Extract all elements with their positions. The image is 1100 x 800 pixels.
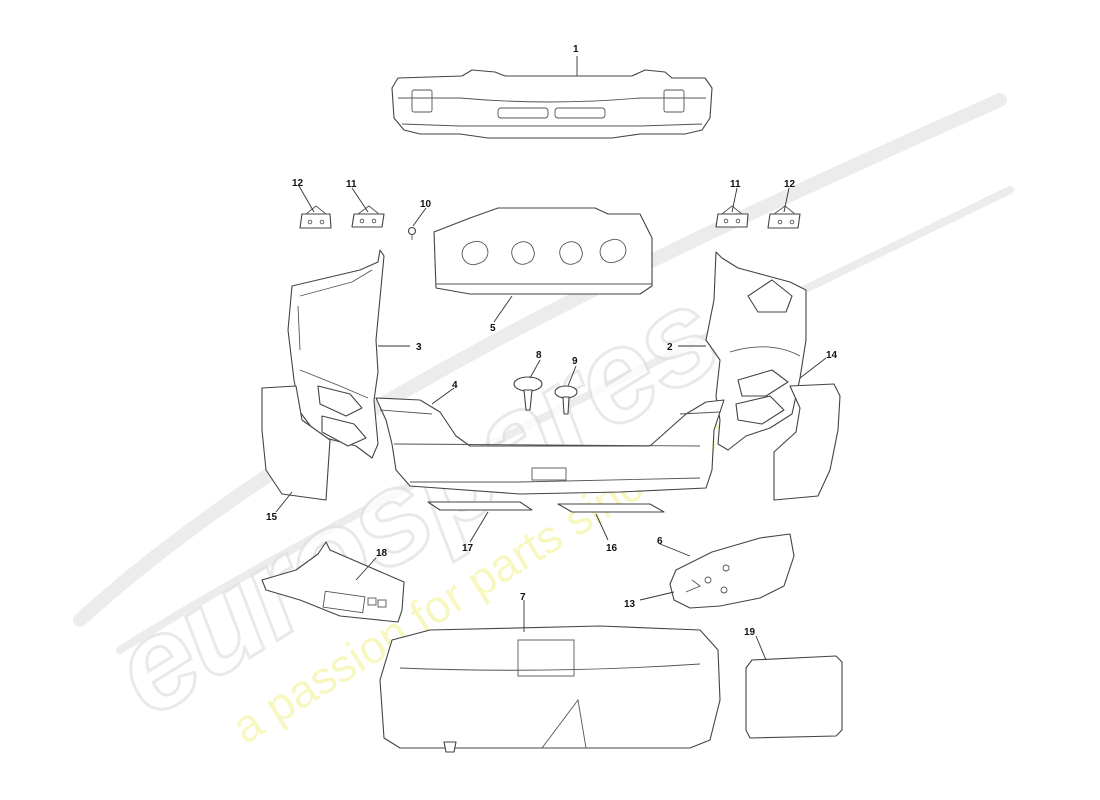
callout-15: 15 (266, 512, 278, 523)
part-16-sill-strip (557, 503, 665, 513)
callout-9: 9 (572, 356, 578, 367)
part-11-clip-right (715, 205, 749, 228)
part-1-rear-parcel-panel (391, 69, 713, 139)
callout-2: 2 (667, 342, 673, 353)
watermark-swoosh-large (73, 93, 1007, 627)
part-12-clip-left (299, 205, 332, 229)
part-11-clip-left (351, 205, 385, 228)
part-12-clip-right (767, 205, 801, 229)
callout-8: 8 (536, 350, 542, 361)
callout-5: 5 (490, 323, 496, 334)
callout-3: 3 (416, 342, 422, 353)
callout-12-left: 12 (292, 178, 304, 189)
callout-13: 13 (624, 599, 636, 610)
callout-18: 18 (376, 548, 388, 559)
part-15-left-carpet (261, 385, 331, 501)
part-14-right-carpet (773, 383, 841, 501)
callout-4: 4 (452, 380, 458, 391)
callout-10: 10 (420, 199, 432, 210)
callout-11-left: 11 (346, 179, 357, 190)
part-4-rear-floor-panel (375, 397, 725, 495)
part-2-right-side-trim (705, 251, 807, 451)
callout-12-right: 12 (784, 179, 796, 190)
callout-16: 16 (606, 543, 618, 554)
leader-lines (275, 56, 827, 661)
part-9-push-fastener (554, 385, 578, 415)
part-6-curved-trim-panel (669, 533, 795, 609)
part-10-screw (407, 226, 417, 240)
callout-17: 17 (462, 543, 474, 554)
callout-19: 19 (744, 627, 756, 638)
callout-14: 14 (826, 350, 838, 361)
callout-11-right: 11 (730, 179, 741, 190)
callout-6: 6 (657, 536, 663, 547)
callouts: 1 12 11 10 11 12 5 3 2 14 8 9 4 15 17 16… (266, 44, 838, 638)
part-18-side-bracket (261, 541, 405, 623)
part-3-left-side-trim (287, 249, 385, 459)
part-8-push-fastener (513, 376, 543, 411)
callout-1: 1 (573, 44, 579, 55)
part-19-mat (745, 655, 843, 739)
part-7-floor-cover (379, 625, 721, 753)
part-5-bulkhead-panel (433, 207, 653, 295)
callout-7: 7 (520, 592, 526, 603)
watermark-swoosh-small (116, 186, 1014, 654)
part-17-sill-strip (427, 501, 533, 511)
